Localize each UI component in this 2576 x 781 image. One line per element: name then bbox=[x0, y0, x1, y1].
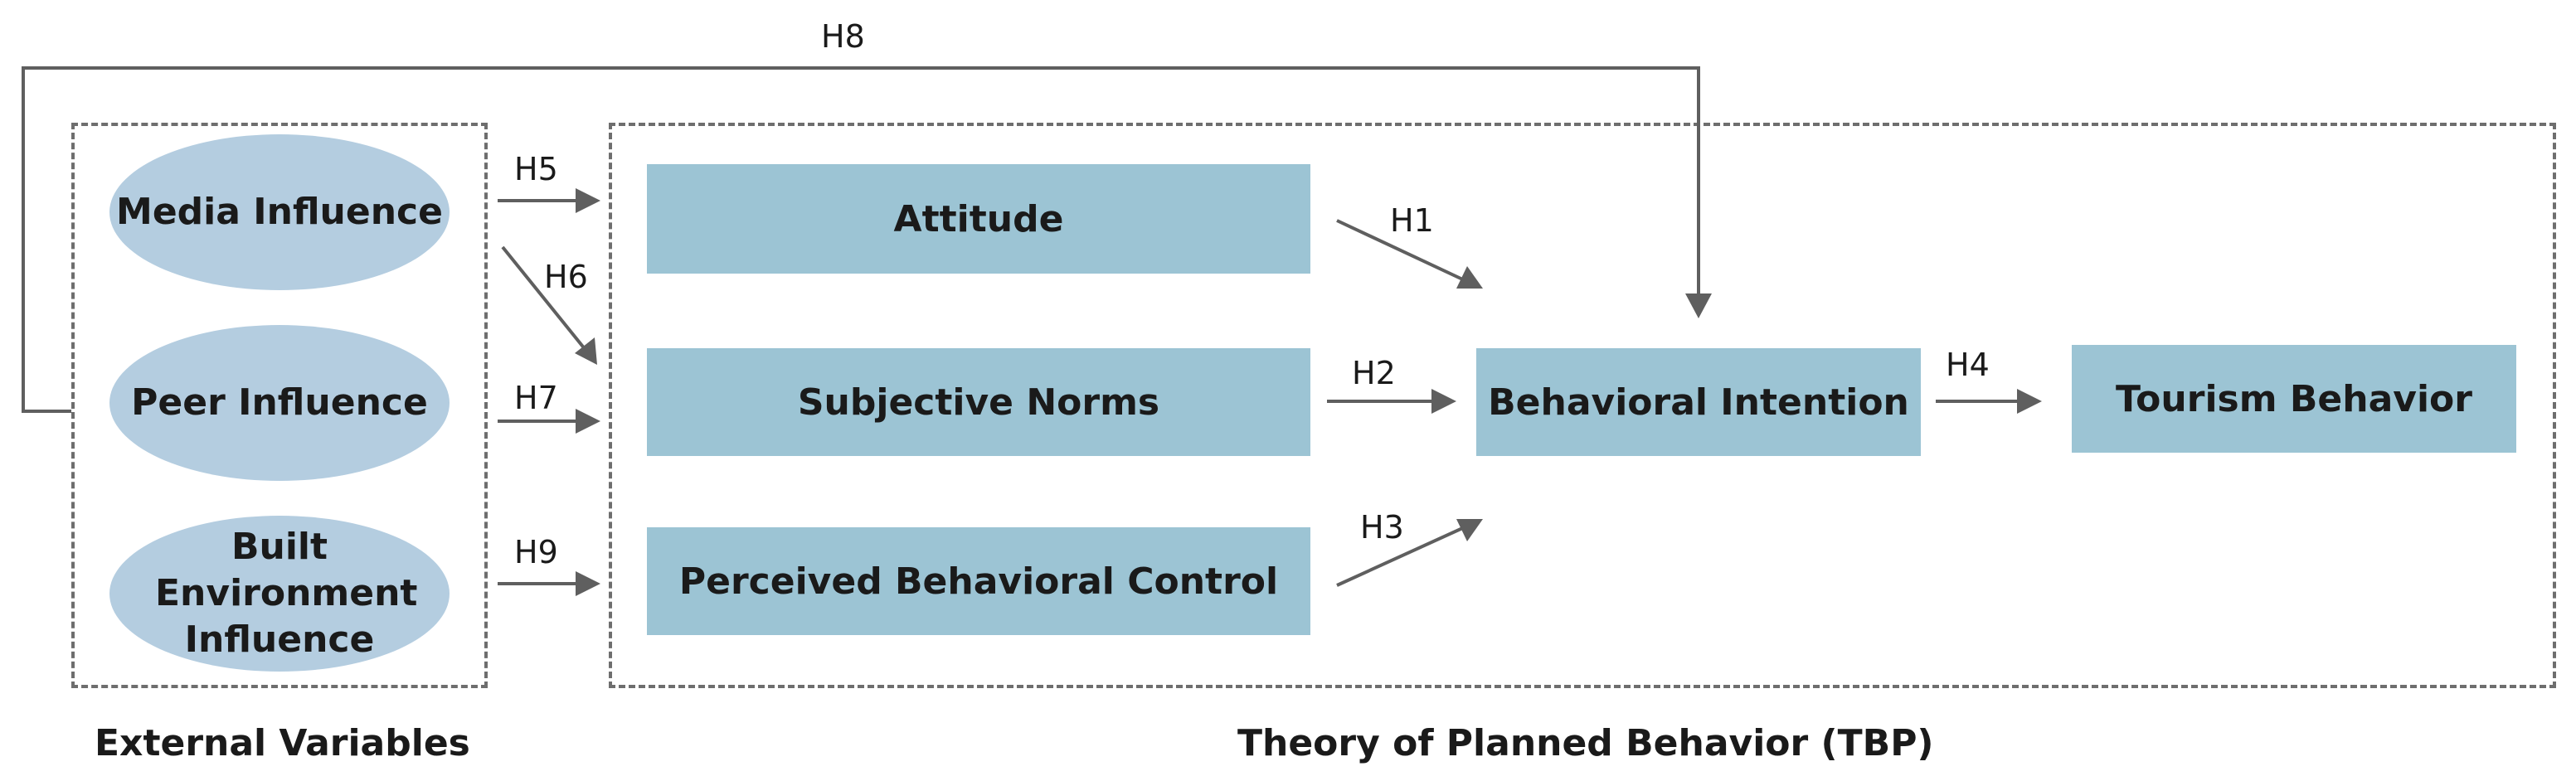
h9-label: H9 bbox=[514, 534, 558, 570]
h8-label: H8 bbox=[821, 18, 865, 55]
h8-path bbox=[22, 66, 1700, 413]
peer-influence-node: Peer Influence bbox=[109, 325, 450, 481]
h6-arrow bbox=[501, 245, 587, 352]
h6-arrowhead bbox=[575, 337, 597, 365]
h3-arrowhead bbox=[1456, 519, 1483, 541]
h8-arrowhead bbox=[1685, 293, 1712, 318]
tourism-behavior-node: Tourism Behavior bbox=[2072, 345, 2516, 453]
h2-arrowhead bbox=[1431, 389, 1456, 414]
built-environment-influence-node: Built Environment Influence bbox=[109, 516, 450, 672]
h2-label: H2 bbox=[1352, 355, 1396, 391]
attitude-node: Attitude bbox=[647, 164, 1310, 274]
perceived-behavioral-control-node: Perceived Behavioral Control bbox=[647, 527, 1310, 635]
external-variables-frame bbox=[71, 123, 488, 688]
tpb-caption: Theory of Planned Behavior (TBP) bbox=[1237, 722, 1934, 764]
subjective-norms-node: Subjective Norms bbox=[647, 348, 1310, 456]
h5-arrowhead bbox=[576, 188, 600, 213]
perceived-behavioral-control-label: Perceived Behavioral Control bbox=[678, 560, 1279, 603]
h7-arrowhead bbox=[576, 409, 600, 434]
external-variables-caption: External Variables bbox=[95, 722, 470, 764]
media-influence-node: Media Influence bbox=[109, 134, 450, 290]
h4-arrowhead bbox=[2017, 389, 2042, 414]
h3-label: H3 bbox=[1360, 509, 1404, 546]
h1-label: H1 bbox=[1390, 202, 1434, 239]
attitude-label: Attitude bbox=[893, 197, 1064, 240]
tpb-frame bbox=[609, 123, 2556, 688]
peer-influence-label: Peer Influence bbox=[131, 381, 428, 424]
h5-label: H5 bbox=[514, 151, 558, 187]
h6-label: H6 bbox=[544, 259, 588, 295]
h9-arrowhead bbox=[576, 571, 600, 596]
tourism-behavior-label: Tourism Behavior bbox=[2116, 377, 2472, 420]
h1-arrow bbox=[1336, 219, 1469, 284]
h3-arrow bbox=[1336, 524, 1469, 587]
h7-label: H7 bbox=[514, 380, 558, 416]
built-environment-influence-label: Built Environment Influence bbox=[155, 526, 418, 661]
h1-arrowhead bbox=[1456, 266, 1483, 289]
h4-label: H4 bbox=[1946, 347, 1990, 383]
subjective-norms-label: Subjective Norms bbox=[797, 381, 1160, 424]
behavioral-intention-node: Behavioral Intention bbox=[1476, 348, 1921, 456]
media-influence-label: Media Influence bbox=[116, 191, 443, 233]
behavioral-intention-label: Behavioral Intention bbox=[1488, 381, 1909, 424]
